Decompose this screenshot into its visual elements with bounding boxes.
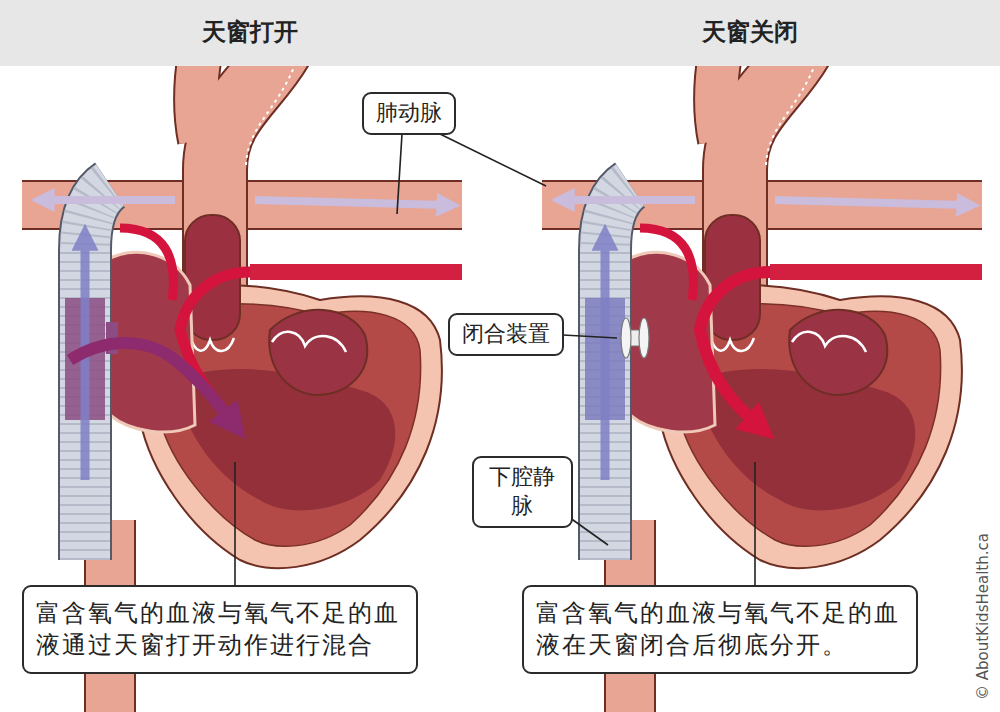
leader-line: [754, 462, 756, 586]
flow-arrow: [45, 196, 175, 204]
closure-device-disc: [621, 318, 631, 358]
panel-open: [22, 0, 462, 712]
flow-arrow: [70, 343, 232, 422]
leader-line: [234, 462, 236, 586]
leader-line: [440, 134, 546, 186]
flow-arrow: [640, 228, 693, 300]
header-band: 天窗打开 天窗关闭: [0, 0, 1000, 66]
leader-line: [563, 335, 617, 338]
callout-box: 肺动脉: [362, 92, 456, 135]
caption-text: 富含氧气的血液与氧气不足的血 液在天窗闭合后彻底分开。: [536, 597, 904, 662]
caption-box: 富含氧气的血液与氧气不足的血 液通过天窗打开动作进行混合: [22, 585, 418, 674]
panel-heading: 天窗打开: [202, 18, 298, 47]
callout-label: 下腔静 脉: [486, 463, 559, 520]
caption-text: 富含氧气的血液与氧气不足的血 液通过天窗打开动作进行混合: [36, 597, 404, 662]
panel-heading: 天窗关闭: [702, 18, 798, 47]
callout-label: 闭合装置: [462, 320, 550, 349]
flow-arrow: [700, 272, 770, 425]
flow-arrow: [255, 200, 446, 205]
copyright-watermark: © AboutKidsHealth.ca: [974, 533, 992, 700]
leader-group: [235, 134, 755, 586]
closure-device-disc: [639, 318, 649, 358]
caption-box: 富含氧气的血液与氧气不足的血 液在天窗闭合后彻底分开。: [522, 585, 918, 674]
flow-arrow: [565, 196, 695, 204]
heart-copy: [22, 0, 462, 712]
callout-box: 下腔静 脉: [472, 456, 573, 528]
leader-line: [397, 134, 402, 214]
callout-box: 闭合装置: [448, 313, 564, 356]
flow-arrow: [601, 240, 610, 480]
callout-label: 肺动脉: [376, 99, 442, 128]
flow-arrow: [775, 200, 966, 205]
flow-arrow: [120, 228, 173, 300]
